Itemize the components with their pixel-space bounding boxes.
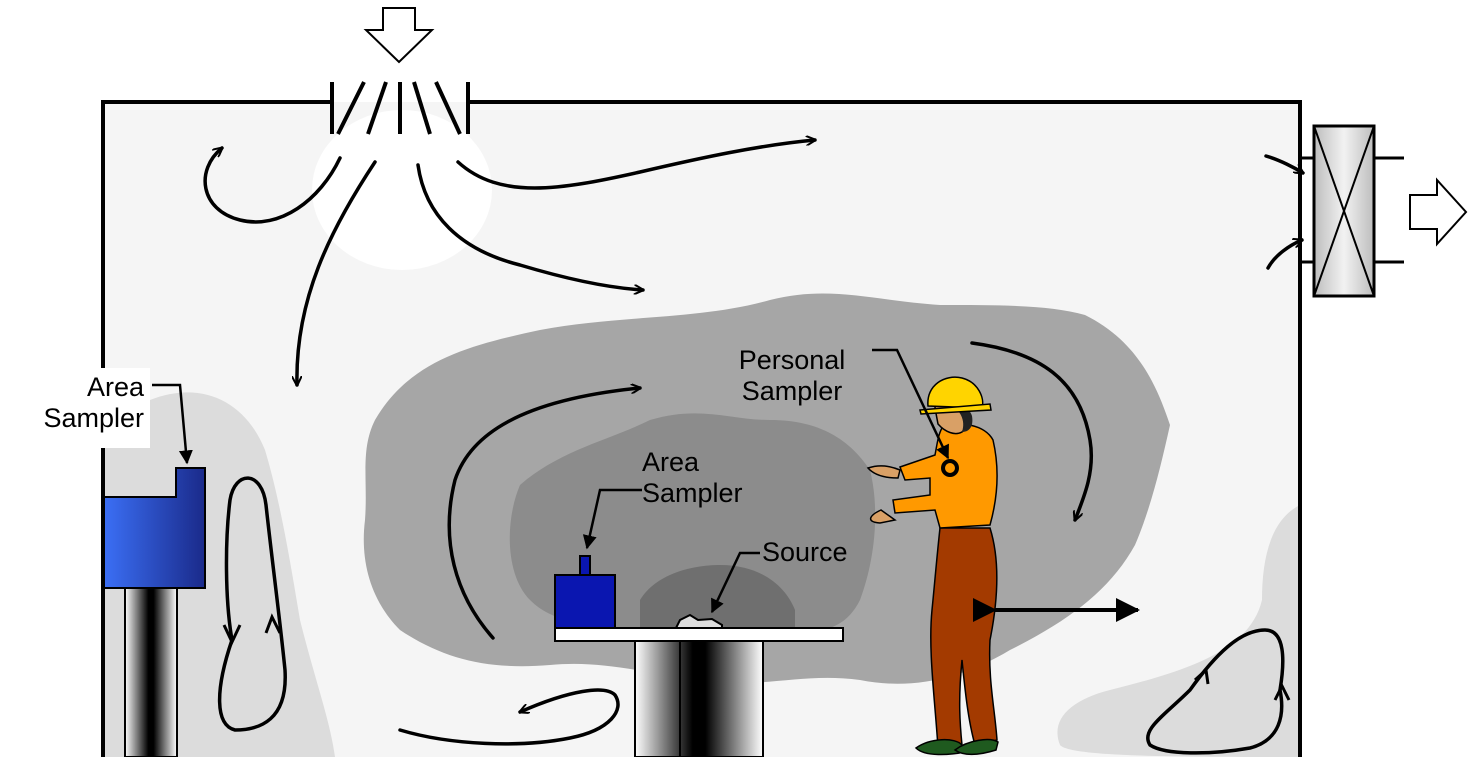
source-label-text: Source — [762, 537, 848, 567]
personal-sampler-device — [941, 459, 959, 477]
area-sampler-left — [103, 467, 206, 757]
airflow-arrow — [447, 388, 642, 640]
contaminant-source — [674, 613, 723, 629]
area-sampler-label-table: Area Sampler — [642, 447, 743, 509]
airflow-arrow — [1264, 154, 1303, 175]
airflow-loop-left — [217, 476, 287, 732]
contaminant-cloud-right — [1057, 505, 1300, 757]
airflow-arrow — [203, 148, 342, 224]
callout-line-source — [710, 551, 760, 614]
personal-sampler-label: Personal Sampler — [722, 345, 862, 407]
exhaust-air-arrow-icon — [1409, 177, 1468, 247]
area-sampler-label-table-line1: Area — [642, 447, 700, 477]
callout-line-area-sampler-table — [582, 488, 642, 550]
table — [554, 627, 844, 757]
area-sampler-label-left: Area Sampler — [0, 368, 150, 448]
personal-sampler-label-line2: Sampler — [741, 376, 843, 406]
callout-line-area-sampler-left — [152, 383, 193, 465]
area-sampler-table — [554, 555, 616, 629]
airflow-arrow — [970, 341, 1094, 520]
callout-line-personal-sampler — [872, 348, 950, 460]
airflow-loop-right — [1146, 628, 1285, 755]
source-label: Source — [762, 537, 848, 568]
air-diffuser-icon — [330, 81, 470, 135]
personal-sampler-label-line1: Personal — [738, 345, 846, 375]
supply-air-zone — [312, 110, 492, 270]
exhaust-filter-icon — [1300, 124, 1404, 298]
supply-air-arrow-icon — [363, 7, 435, 64]
area-sampler-label-table-line2: Sampler — [642, 478, 743, 508]
area-sampler-label-left-line2: Sampler — [43, 403, 144, 433]
area-sampler-label-left-line1: Area — [86, 372, 144, 402]
airflow-arrow — [398, 688, 620, 746]
worker — [866, 376, 999, 756]
airflow-arrow — [416, 163, 645, 290]
airflow-arrow — [456, 140, 817, 190]
airflow-arrow — [1266, 240, 1302, 270]
loop-arrowheads — [222, 613, 1291, 701]
airflow-arrow — [297, 160, 377, 387]
